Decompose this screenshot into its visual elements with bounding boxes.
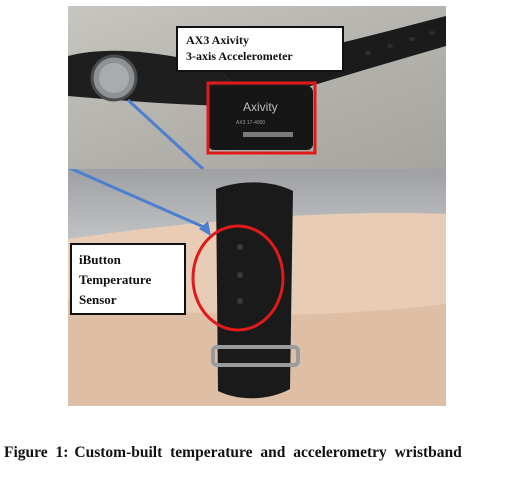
temperature-label-box: iButton Temperature Sensor xyxy=(70,243,186,315)
temperature-label-line-1: iButton xyxy=(79,252,121,267)
accelerometer-label-line-2: 3-axis Accelerometer xyxy=(186,49,293,63)
bottom-photo: iButton Temperature Sensor xyxy=(68,169,446,406)
arrow-head xyxy=(199,221,211,236)
temperature-label-line-3: Sensor xyxy=(79,292,117,307)
accelerometer-label-box: AX3 Axivity 3-axis Accelerometer xyxy=(176,26,344,72)
figure-caption: Figure 1: Custom-built temperature and ac… xyxy=(4,443,513,463)
band-on-wrist xyxy=(216,182,293,399)
device-brand-text: Axivity xyxy=(243,100,278,114)
accelerometer-label-line-1: AX3 Axivity xyxy=(186,33,249,47)
figure: Axivity AX3 17-4000 AX3 Axivity 3-axis A… xyxy=(68,6,446,406)
figure-label: Figure 1: xyxy=(4,444,69,461)
device-barcode xyxy=(243,132,293,137)
accelerometer-highlight-box xyxy=(206,81,317,155)
device-model-text: AX3 17-4000 xyxy=(236,120,265,126)
strap-holes xyxy=(365,31,435,55)
temperature-label-line-2: Temperature xyxy=(79,272,152,287)
figure-caption-text: Custom-built temperature and acceleromet… xyxy=(74,444,462,461)
temperature-sensor-highlight-circle xyxy=(191,224,285,332)
ibutton-disk-center xyxy=(99,63,129,93)
top-photo: Axivity AX3 17-4000 AX3 Axivity 3-axis A… xyxy=(68,6,446,169)
band-buckle xyxy=(211,345,300,367)
ax3-device xyxy=(208,86,313,150)
wrist-illustration xyxy=(68,169,446,406)
arrow-line-top xyxy=(126,98,205,169)
arrow-line-bottom xyxy=(68,169,207,230)
band-holes xyxy=(237,244,243,304)
